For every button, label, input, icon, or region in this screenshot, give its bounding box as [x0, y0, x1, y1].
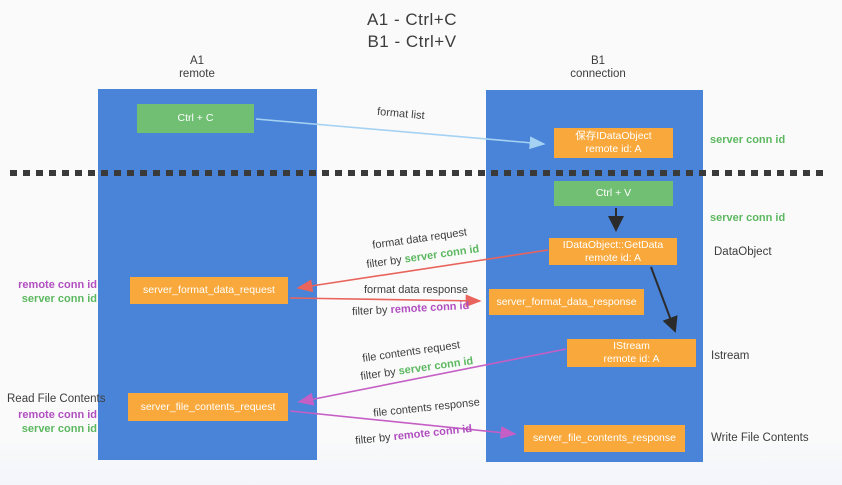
label-format-data-response-filter: filter by remote conn id [352, 300, 470, 318]
filter-by-text: filter by [351, 304, 391, 319]
node-server-file-contents-response: server_file_contents_response [524, 425, 685, 452]
right-server-conn-id-top: server conn id [710, 134, 786, 146]
node-format-request-label: server_format_data_request [143, 284, 275, 296]
node-server-format-data-request: server_format_data_request [130, 277, 288, 304]
label-file-contents-response-filter: filter by remote conn id [355, 423, 473, 447]
node-save-idataobject: 保存IDataObject remote id: A [554, 128, 673, 158]
remote-conn-id-label: remote conn id [18, 279, 97, 291]
server-conn-id-label: server conn id [21, 423, 97, 435]
node-save-idataobject-line1: 保存IDataObject [575, 130, 652, 142]
filter-by-text: filter by [354, 431, 395, 448]
column-header-a1: A1 remote [147, 55, 247, 81]
node-getdata-line2: remote id: A [584, 251, 642, 264]
node-ctrl-v-label: Ctrl + V [595, 187, 632, 199]
dashed-divider-line [10, 170, 828, 176]
label-file-contents-response: file contents response [372, 396, 481, 420]
node-file-request-label: server_file_contents_request [140, 400, 276, 413]
label-format-data-response: format data response [364, 284, 468, 296]
label-format-list: format list [376, 105, 426, 123]
node-idataobject-getdata: IDataObject::GetData remote id: A [549, 238, 677, 265]
node-format-response-label: server_format_data_response [496, 295, 637, 308]
istream-label: Istream [711, 350, 750, 362]
title-line-1: A1 - Ctrl+C [366, 10, 458, 29]
node-istream: IStream remote id: A [567, 339, 696, 367]
title-line-2: B1 - Ctrl+V [367, 32, 457, 51]
node-ctrl-v: Ctrl + V [554, 181, 673, 206]
server-conn-id-key: server conn id [397, 355, 475, 378]
write-file-contents-label: Write File Contents [711, 432, 809, 444]
remote-conn-id-key: remote conn id [390, 299, 470, 317]
column-a1-subtitle: remote [179, 68, 215, 80]
filter-by-text: filter by [359, 365, 400, 383]
dataobject-label: DataObject [714, 246, 772, 258]
node-ctrl-c-label: Ctrl + C [177, 112, 214, 124]
node-server-format-data-response: server_format_data_response [489, 289, 644, 315]
column-header-b1: B1 connection [548, 55, 648, 81]
server-conn-id-label: server conn id [21, 293, 97, 305]
node-istream-line2: remote id: A [603, 353, 660, 365]
column-b1-name: B1 [590, 55, 606, 67]
right-server-conn-id-mid: server conn id [710, 212, 786, 224]
node-file-response-label: server_file_contents_response [532, 432, 676, 444]
column-a1-name: A1 [189, 55, 205, 67]
remote-conn-id-key: remote conn id [392, 422, 473, 444]
left-file-conn-ids: remote conn id server conn id [8, 408, 97, 436]
node-server-file-contents-request: server_file_contents_request [128, 393, 288, 421]
node-save-idataobject-line2: remote id: A [585, 143, 642, 155]
left-format-conn-ids: remote conn id server conn id [8, 278, 97, 306]
column-b1-subtitle: connection [570, 68, 626, 80]
node-getdata-line1: IDataObject::GetData [562, 238, 664, 251]
remote-conn-id-label: remote conn id [18, 409, 97, 421]
node-istream-line1: IStream [613, 340, 650, 352]
node-ctrl-c: Ctrl + C [137, 104, 254, 133]
server-conn-id-key: server conn id [403, 243, 481, 266]
read-file-contents-label: Read File Contents [7, 393, 106, 405]
filter-by-text: filter by [365, 253, 406, 271]
diagram-title: A1 - Ctrl+C B1 - Ctrl+V [322, 9, 502, 53]
